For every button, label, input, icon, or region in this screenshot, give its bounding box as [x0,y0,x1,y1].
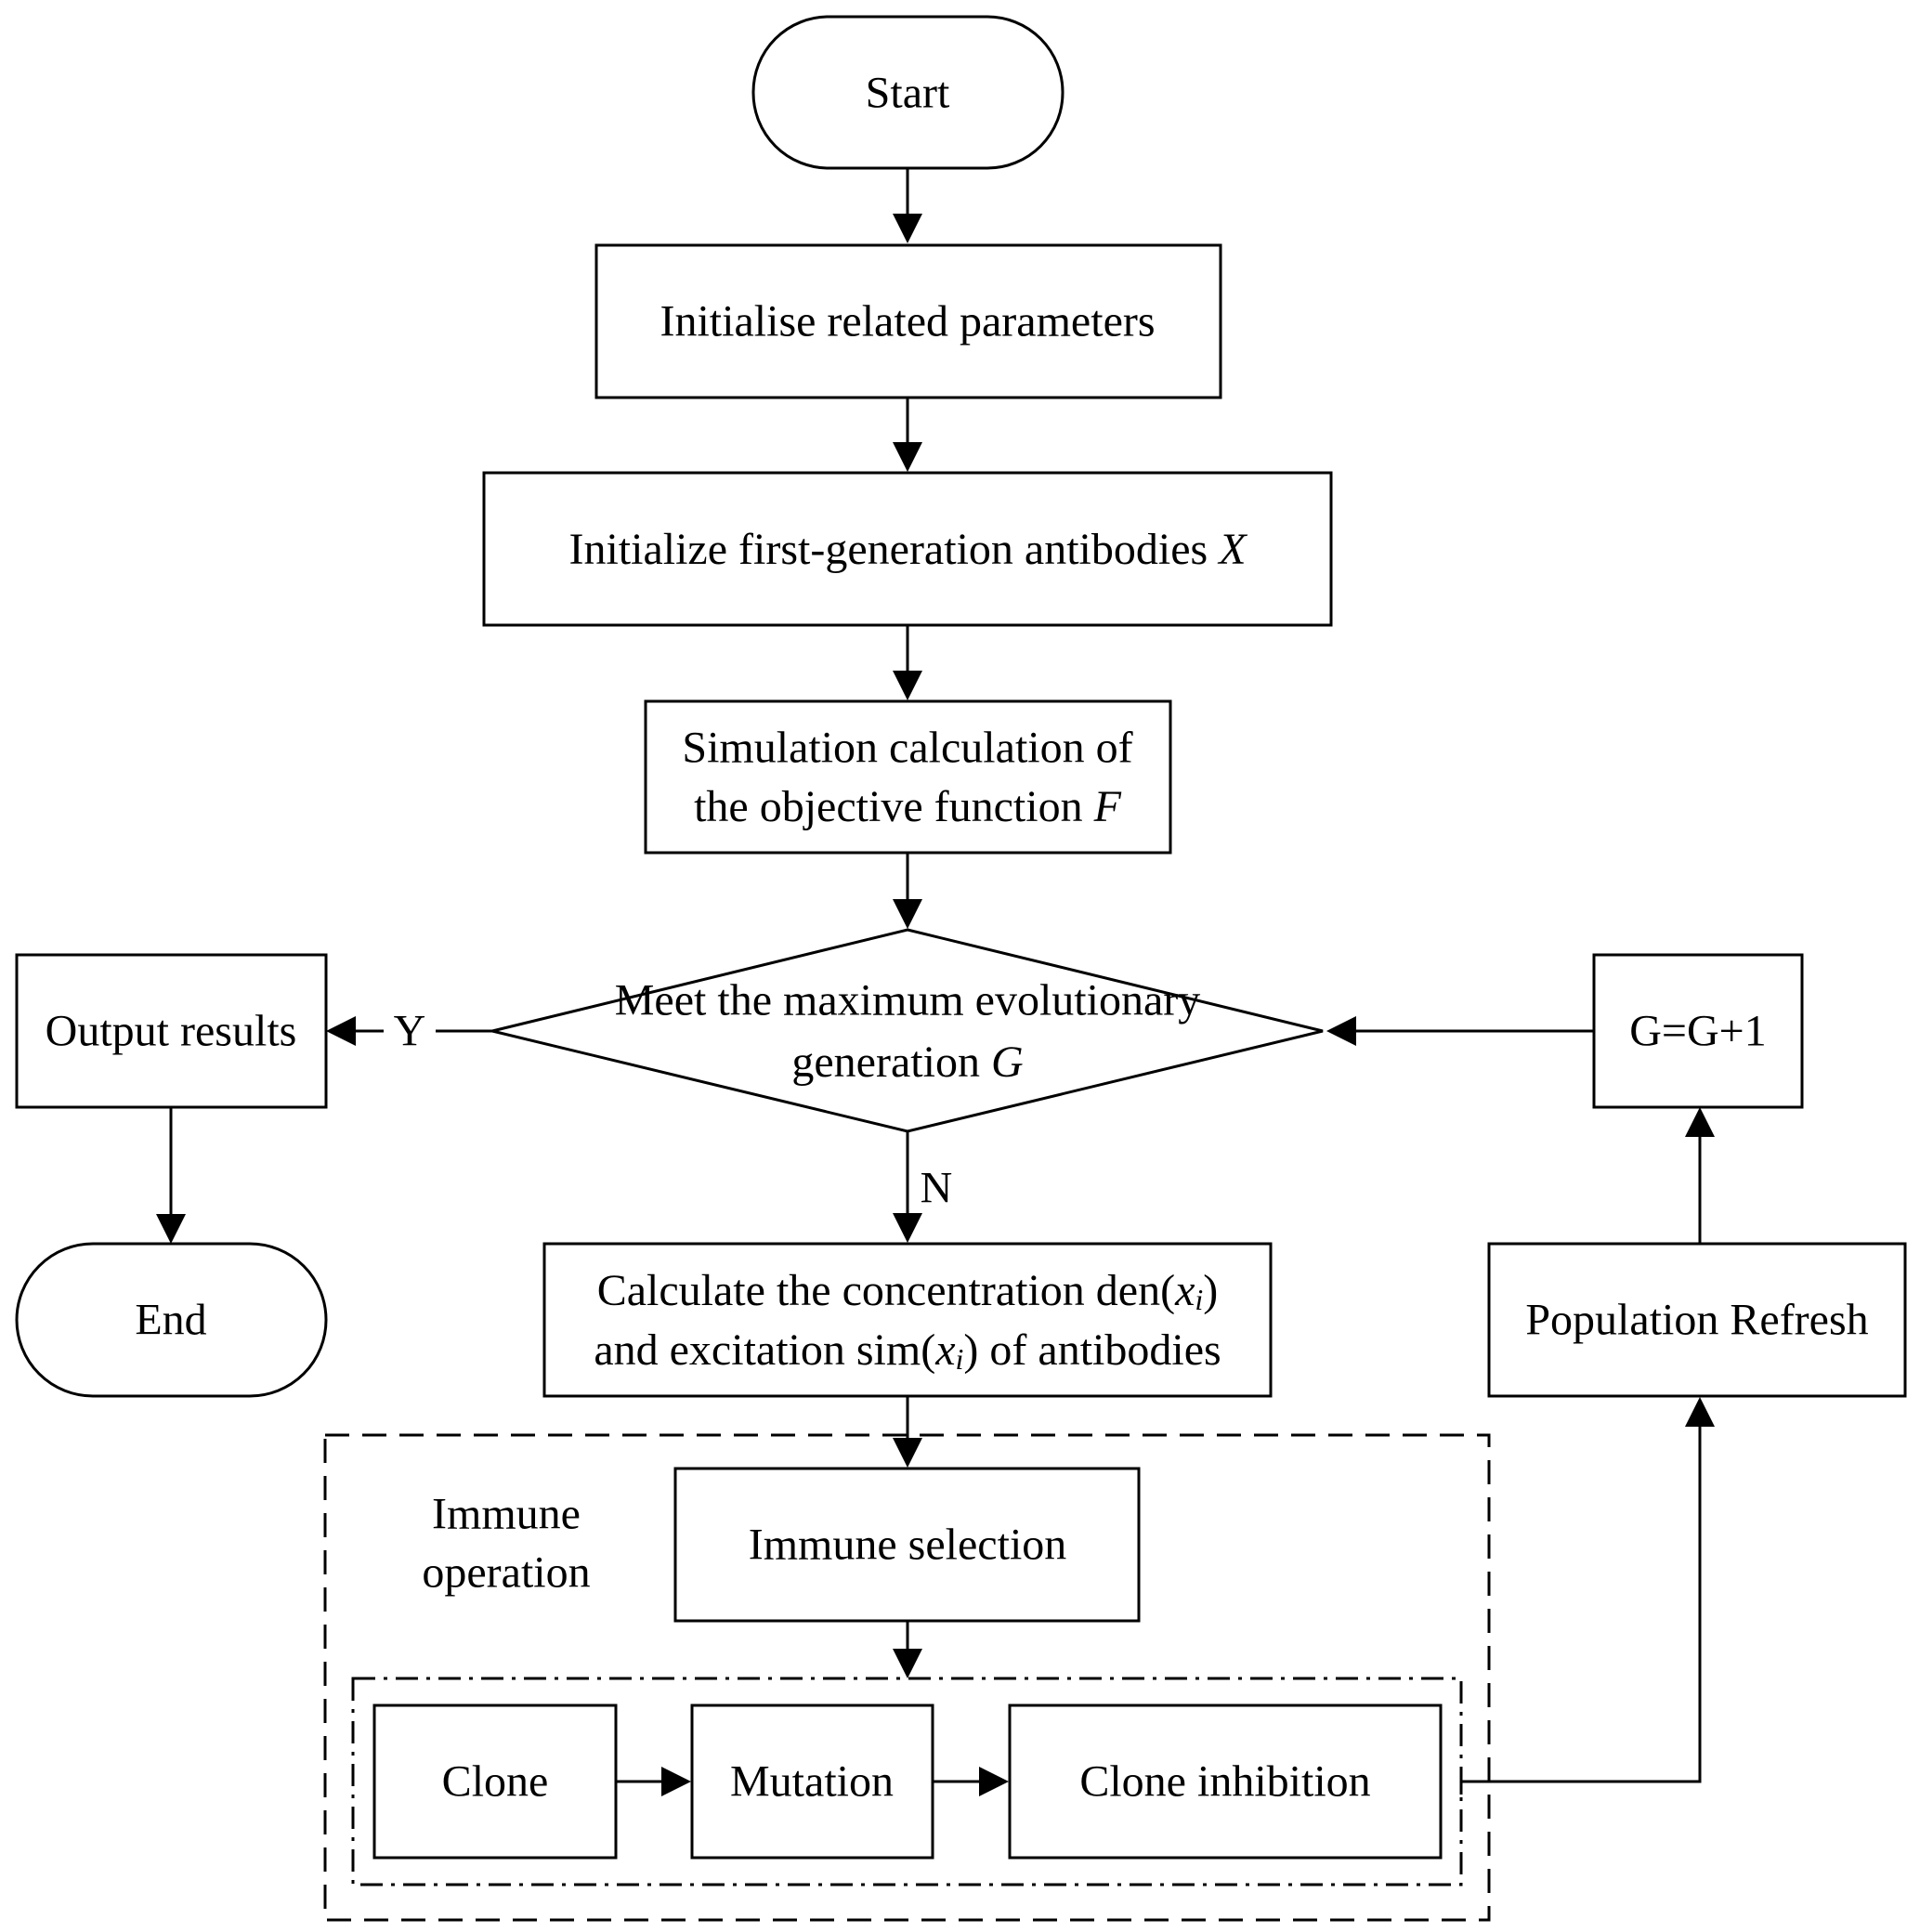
calculate-line-1-var: x [1174,1266,1195,1315]
end-label: End [135,1296,206,1345]
simulation-var: F [1093,782,1122,831]
arrowhead-decision-right [1326,1016,1356,1046]
clone-label: Clone [442,1757,549,1807]
decision-line-2: generation G [791,1038,1023,1087]
calculate-line-1-sub: i [1195,1283,1203,1316]
immune-selection-box: Immune selection [673,1467,1141,1623]
increment-box: G=G+1 [1592,953,1804,1109]
no-label: N [921,1164,953,1213]
calculate-line-2: and excitation sim(xi) of antibodies [594,1325,1221,1377]
start-label: Start [866,69,950,118]
decision-line-1: Meet the maximum evolutionary [615,976,1201,1025]
yes-label-bg [384,1003,436,1059]
immune-selection-label: Immune selection [749,1521,1067,1570]
calculate-line-2-sub: i [956,1342,964,1376]
calculate-line-2-var: x [934,1325,955,1375]
edge-clone-group-refresh [1461,1427,1702,1783]
decision-var: G [991,1038,1024,1087]
simulation-line-2: the objective function F [694,782,1122,831]
edges [156,168,1715,1796]
calculate-line-2-a: and excitation sim( [594,1325,935,1375]
clone-box: Clone [372,1704,618,1860]
init-antibodies-box: Initialize first-generation antibodies X [482,471,1333,627]
arrowhead-init-antibodies [893,442,922,472]
clone-inhibition-box: Clone inhibition [1008,1704,1443,1860]
init-antibodies-label: Initialize first-generation antibodies X [568,525,1247,574]
calculate-line-1-b: ) [1203,1266,1218,1315]
immune-operation-label-line-1: Immune [432,1490,581,1539]
yes-label-group: Y [384,1003,436,1059]
yes-label: Y [394,1007,426,1056]
end-terminal: End [15,1242,328,1398]
arrowhead-decision-top [893,899,922,929]
clone-inhibition-label: Clone inhibition [1079,1757,1370,1807]
arrowhead-end [156,1214,186,1244]
arrowhead-increment [1685,1107,1715,1137]
mutation-box: Mutation [690,1704,934,1860]
arrowhead-init-params [893,214,922,243]
arrowhead-clone-group [893,1649,922,1678]
decision-diamond: Meet the maximum evolutionary generation… [491,928,1324,1133]
arrowhead-immune-selection [893,1438,922,1468]
increment-label: G=G+1 [1629,1007,1766,1056]
decision-line-2-text: generation [791,1038,991,1087]
population-refresh-label: Population Refresh [1525,1296,1868,1345]
population-refresh-box: Population Refresh [1487,1242,1907,1398]
calculate-line-1-a: Calculate the concentration den( [597,1266,1175,1315]
calculate-box: Calculate the concentration den(xi) and … [542,1242,1273,1398]
simulation-box: Simulation calculation of the objective … [644,699,1172,855]
arrowhead-mutation [661,1767,691,1796]
arrowhead-clone-inhibition [979,1767,1009,1796]
arrowhead-population-refresh [1685,1397,1715,1427]
calculate-line-2-b: ) of antibodies [963,1325,1221,1375]
output-results-label: Output results [46,1007,297,1056]
arrowhead-simulation [893,671,922,700]
output-results-box: Output results [15,953,328,1109]
start-terminal: Start [751,15,1064,170]
simulation-line-1: Simulation calculation of [682,724,1132,773]
mutation-label: Mutation [730,1757,894,1807]
init-antibodies-text: Initialize first-generation antibodies [568,525,1219,574]
arrowhead-output [326,1016,356,1046]
arrowhead-calculate [893,1213,922,1243]
init-params-label: Initialise related parameters [660,297,1155,346]
immune-operation-frame [323,1433,1491,1922]
init-params-box: Initialise related parameters [594,243,1222,399]
immune-operation-label-line-2: operation [422,1548,590,1598]
init-antibodies-var: X [1217,525,1247,574]
simulation-line-2-text: the objective function [694,782,1094,831]
calculate-line-1: Calculate the concentration den(xi) [597,1266,1219,1317]
